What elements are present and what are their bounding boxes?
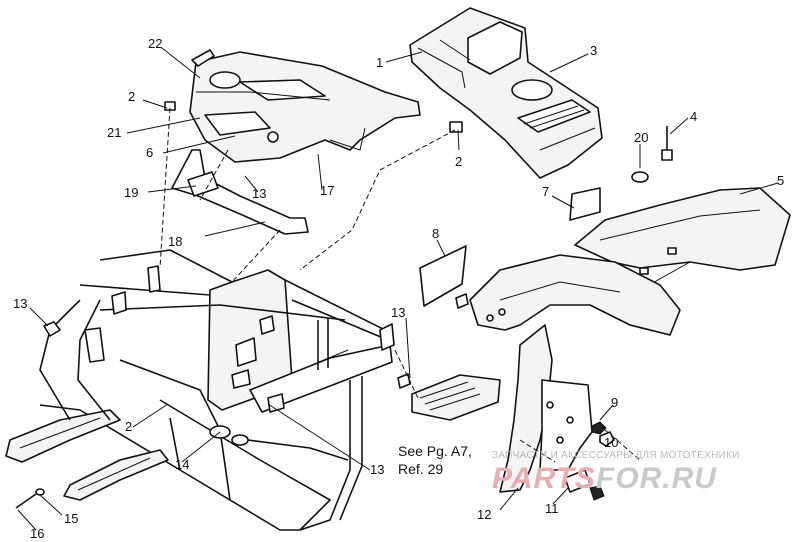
callout-2-lower: 2	[125, 419, 133, 434]
leader-lines	[17, 47, 779, 531]
reference-note-line-1: See Pg. A7,	[398, 443, 472, 459]
callout-18: 18	[168, 234, 183, 249]
callout-13-lower: 13	[370, 462, 385, 477]
callout-20: 6	[146, 145, 154, 160]
callout-7: 7	[542, 184, 550, 199]
callout-16: 16	[30, 526, 45, 541]
instrument-pod	[409, 7, 603, 179]
footrest	[411, 374, 501, 421]
callout-4: 4	[690, 109, 698, 124]
callout-21: 21	[107, 125, 122, 140]
watermark-logo-for: FOR.RU	[595, 462, 717, 495]
watermark-tagline: ЗАПЧАСТИ И АКСЕССУАРЫ ДЛЯ МОТОТЕХНИКИ	[492, 450, 740, 461]
fasteners	[564, 421, 615, 501]
washer	[631, 171, 649, 183]
callout-2-right: 2	[455, 154, 463, 169]
callout-19: 19	[124, 185, 139, 200]
callout-10: 10	[604, 435, 619, 450]
front-hood	[189, 49, 421, 163]
callout-17: 17	[320, 183, 335, 198]
callout-3: 3	[590, 43, 598, 58]
decal-7	[569, 187, 601, 221]
frame	[5, 249, 395, 531]
callout-8: 8	[432, 226, 440, 241]
bolt-16	[15, 488, 45, 509]
callout-5: 5	[777, 173, 785, 188]
callout-2-upper: 2	[128, 89, 136, 104]
callout-9: 9	[611, 395, 619, 410]
assembly-lines	[159, 107, 641, 463]
watermark-logo-parts: PARTS	[492, 462, 596, 495]
bolt-13	[397, 373, 411, 389]
bolt	[661, 126, 673, 161]
callout-14: 14	[175, 457, 190, 472]
watermark-logo: PARTSFOR.RU	[492, 462, 717, 496]
callout-13-left: 13	[13, 296, 28, 311]
side-panel	[499, 324, 593, 493]
callout-22: 22	[148, 36, 163, 51]
callout-11: 11	[545, 501, 559, 516]
callout-13-middle: 13	[391, 305, 406, 320]
callout-12: 12	[477, 507, 492, 522]
callout-1: 1	[376, 55, 384, 70]
callout-6: 20	[634, 130, 649, 145]
reference-note: See Pg. A7, Ref. 29	[398, 443, 472, 478]
decal-8	[419, 245, 467, 307]
side-fender	[469, 254, 681, 336]
bolt-13b	[455, 293, 469, 309]
callout-15: 15	[64, 511, 79, 526]
reference-note-line-2: Ref. 29	[398, 460, 444, 477]
callout-13-upper: 13	[252, 186, 267, 201]
